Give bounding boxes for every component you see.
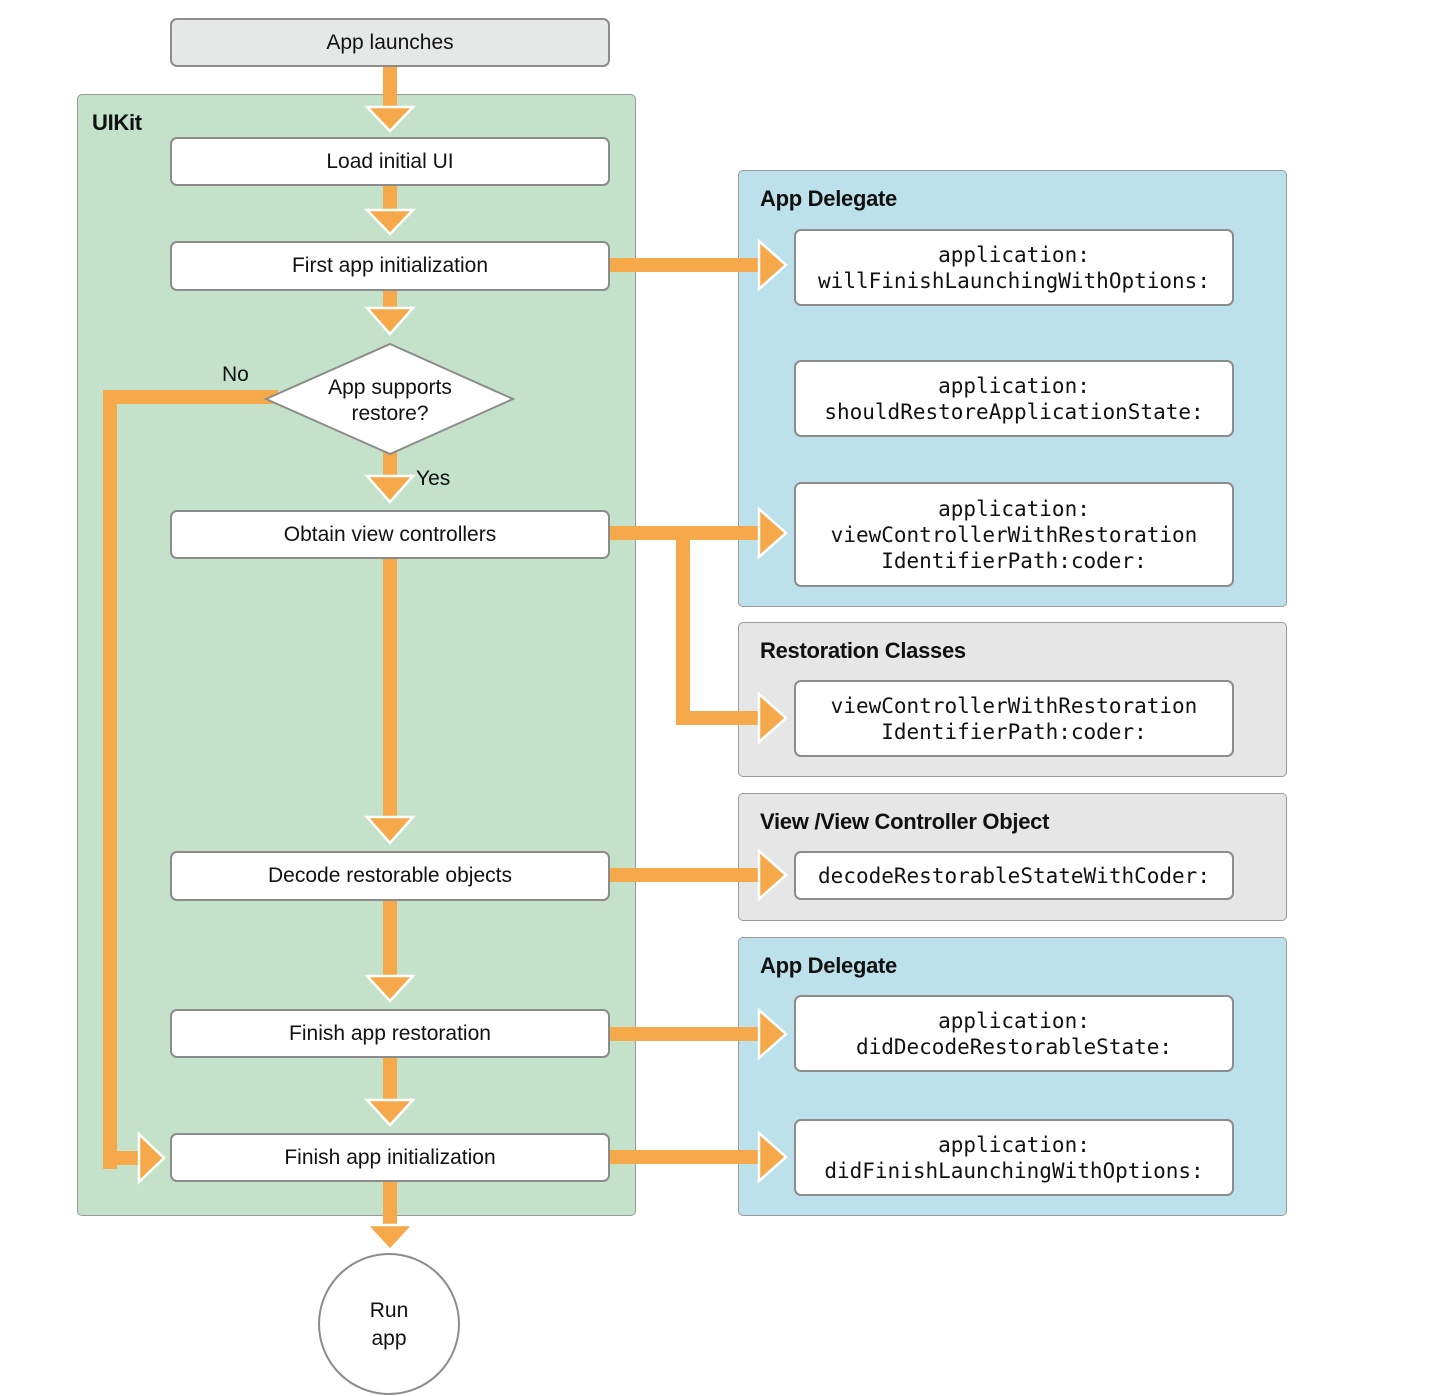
decode-restorable-objects-box: Decode restorable objects (170, 851, 610, 901)
decision-yes-label: Yes (416, 467, 451, 490)
run-app-line-1: Run (369, 1299, 409, 1322)
arrowhead-finish-restore-right (757, 1007, 788, 1061)
decision-text-line-2: restore? (351, 402, 429, 425)
decode-restorable-state-method: decodeRestorableStateWithCoder: (794, 851, 1234, 900)
arrowhead-obtain (364, 815, 416, 845)
run-app-line-2: app (371, 1327, 407, 1350)
arrowhead-obtain-right (757, 506, 788, 560)
arrow-obtain-to-decode (383, 559, 397, 819)
uikit-panel-title: UIKit (92, 110, 142, 135)
arrow-no-path-horizontal-bottom (103, 1151, 141, 1165)
arrow-decode-to-finish-restore (383, 900, 397, 978)
restoration-class-view-controller-method: viewControllerWithRestoration Identifier… (794, 680, 1234, 757)
arrowhead-decision (364, 474, 416, 504)
arrow-finish-init-to-delegate (609, 1150, 759, 1164)
arrowhead-restoration-classes-right (757, 691, 788, 745)
restoration-classes-title: Restoration Classes (760, 638, 966, 663)
arrow-launch-to-load (383, 66, 397, 110)
did-finish-launching-method: application: didFinishLaunchingWithOptio… (794, 1119, 1234, 1196)
arrow-finish-init-to-run (383, 1181, 397, 1226)
arrowhead-first-init (364, 306, 416, 336)
arrow-no-path-horizontal-top (103, 390, 278, 404)
arrowhead-no-path (137, 1131, 166, 1185)
method-line: IdentifierPath:coder: (881, 719, 1147, 744)
method-line: application: (938, 1132, 1090, 1157)
will-finish-launching-method: application: willFinishLaunchingWithOpti… (794, 229, 1234, 306)
first-app-initialization-box: First app initialization (170, 241, 610, 291)
arrowhead-load (364, 208, 416, 236)
arrow-obtain-branch-vertical (676, 526, 690, 725)
method-line: shouldRestoreApplicationState: (824, 399, 1204, 424)
method-line: viewControllerWithRestoration (830, 693, 1198, 718)
view-controller-object-title: View /View Controller Object (760, 809, 1050, 834)
method-line: willFinishLaunchingWithOptions: (818, 268, 1210, 293)
arrowhead-decode-right (757, 848, 788, 902)
arrow-finish-restore-to-delegate (609, 1027, 759, 1041)
decision-text-line-1: App supports (328, 376, 452, 399)
method-line: didDecodeRestorableState: (855, 1034, 1173, 1059)
arrow-no-path-vertical (103, 390, 117, 1169)
did-decode-restorable-state-method: application: didDecodeRestorableState: (794, 995, 1234, 1072)
obtain-view-controllers-box: Obtain view controllers (170, 510, 610, 559)
arrowhead-decode (364, 974, 416, 1003)
load-initial-ui-box: Load initial UI (170, 137, 610, 186)
method-line: application: (938, 1008, 1090, 1033)
method-line: IdentifierPath:coder: (881, 548, 1147, 573)
app-delegate-top-title: App Delegate (760, 186, 897, 211)
arrowhead-launch (364, 105, 416, 133)
arrow-first-init-to-decision (383, 290, 397, 310)
finish-app-initialization-box: Finish app initialization (170, 1133, 610, 1182)
method-line: decodeRestorableStateWithCoder: (818, 863, 1210, 888)
arrow-decision-to-obtain (383, 452, 397, 478)
arrow-load-to-first-init (383, 185, 397, 212)
run-app-circle (318, 1253, 460, 1395)
arrow-finish-restore-to-finish-init (383, 1057, 397, 1102)
arrow-decode-to-vc-object (609, 868, 759, 882)
decision-text: App supports restore? (290, 375, 490, 427)
method-line: viewControllerWithRestoration (830, 522, 1198, 547)
run-app-text: Run app (319, 1297, 459, 1353)
method-line: didFinishLaunchingWithOptions: (824, 1158, 1204, 1183)
method-line: application: (938, 496, 1090, 521)
delegate-view-controller-with-restoration-method: application: viewControllerWithRestorati… (794, 482, 1234, 587)
arrow-first-init-to-delegate (609, 258, 759, 272)
app-launches-box: App launches (170, 18, 610, 67)
arrow-obtain-to-restoration-classes (676, 711, 759, 725)
method-line: application: (938, 242, 1090, 267)
decision-no-label: No (222, 363, 249, 386)
app-delegate-bottom-title: App Delegate (760, 953, 897, 978)
finish-app-restoration-box: Finish app restoration (170, 1009, 610, 1058)
arrowhead-finish-init-right (757, 1130, 788, 1184)
arrowhead-first-init-right (757, 238, 788, 292)
should-restore-application-state-method: application: shouldRestoreApplicationSta… (794, 360, 1234, 437)
arrowhead-finish-init (364, 1223, 416, 1252)
method-line: application: (938, 373, 1090, 398)
decision-diamond (263, 342, 516, 456)
arrowhead-finish-restore (364, 1098, 416, 1127)
